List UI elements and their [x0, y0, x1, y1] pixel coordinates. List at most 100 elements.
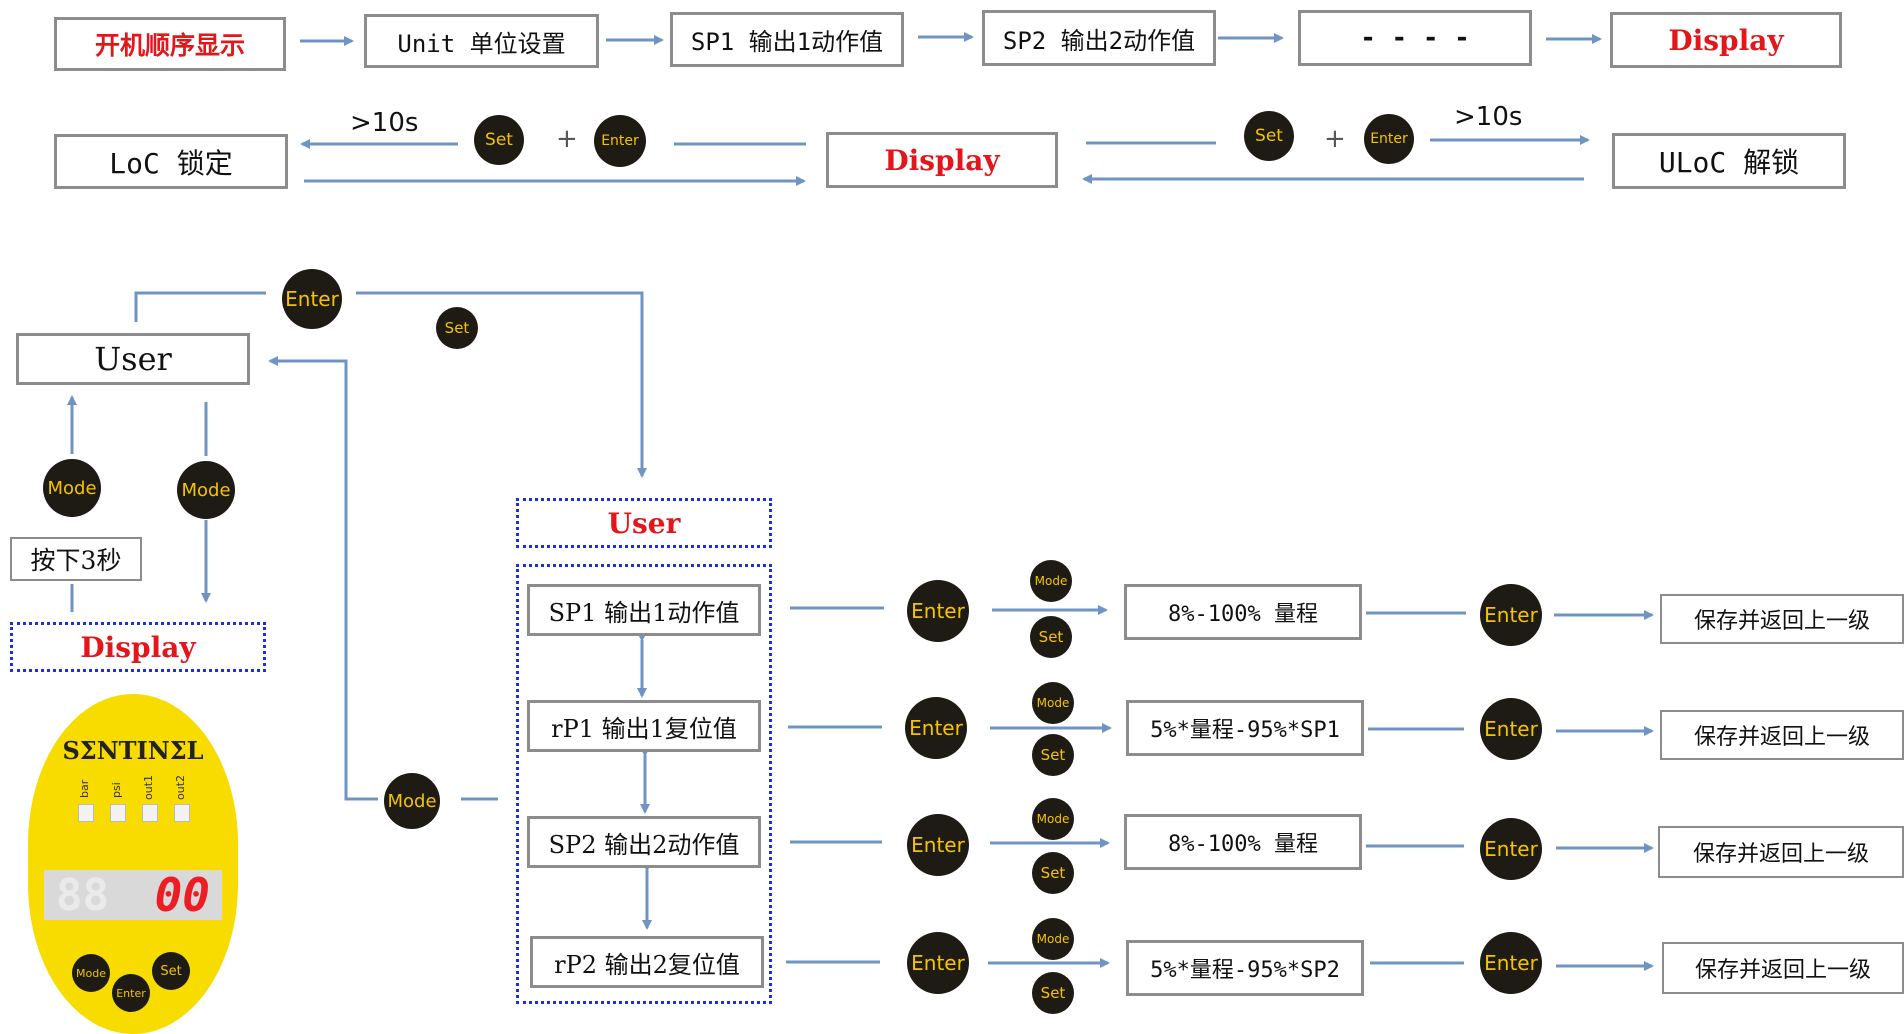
- device-brand: SΣNTINΣL: [62, 736, 204, 765]
- mode-button-left[interactable]: Mode: [43, 459, 101, 517]
- mode-button-back[interactable]: Mode: [384, 773, 440, 829]
- row2-enter-button[interactable]: Enter: [905, 697, 967, 759]
- indicator-bar-label: bar: [78, 779, 91, 798]
- uloc-label: ULoC 解锁: [1658, 146, 1800, 179]
- lock-set-button-label: Set: [485, 130, 513, 150]
- row1-set-button[interactable]: Set: [1030, 616, 1072, 658]
- mode-button-right[interactable]: Mode: [177, 461, 235, 519]
- device-indicator-out2: out2: [174, 774, 190, 822]
- unlock-set-button[interactable]: Set: [1244, 111, 1294, 161]
- row3-enter-button[interactable]: Enter: [907, 814, 969, 876]
- sensor-device: SΣNTINΣL bar psi out1 out2 88 00 Mode En…: [28, 694, 238, 1034]
- dashes-box: - - - -: [1298, 10, 1532, 66]
- user-menu-container: [516, 564, 772, 1004]
- indicator-out1-label: out1: [142, 774, 155, 800]
- menu-sp1-label: SP1 输出1动作值: [548, 598, 740, 627]
- user-box-label: User: [94, 340, 172, 378]
- menu-sp2-label: SP2 输出2动作值: [548, 830, 740, 859]
- row2-enter-button-2-label: Enter: [1484, 717, 1538, 741]
- row3-enter-button-2[interactable]: Enter: [1480, 818, 1542, 880]
- unlock-enter-button[interactable]: Enter: [1364, 114, 1414, 164]
- row1-set-button-label: Set: [1038, 628, 1064, 646]
- user-set-button[interactable]: Set: [436, 307, 478, 349]
- unlock-enter-button-label: Enter: [1370, 131, 1408, 147]
- row2-save-label: 保存并返回上一级: [1693, 725, 1870, 750]
- mode-button-left-label: Mode: [47, 477, 97, 499]
- arrow-enter-to-user-menu: [356, 291, 647, 478]
- device-indicator-psi: psi: [110, 778, 126, 822]
- device-set-button[interactable]: Set: [152, 952, 190, 990]
- row3-set-button[interactable]: Set: [1032, 852, 1074, 894]
- row4-mode-button-label: Mode: [1036, 932, 1070, 946]
- line-user-to-enter: [134, 291, 266, 322]
- row4-mode-button[interactable]: Mode: [1032, 918, 1074, 960]
- row3-range-label: 8%-100% 量程: [1168, 832, 1318, 857]
- indicator-out1-led: [142, 804, 158, 822]
- device-indicator-out1: out1: [142, 774, 158, 822]
- lock-timer-label: >10s: [350, 108, 419, 138]
- device-enter-label: Enter: [116, 986, 146, 1000]
- row1-enter-button-2[interactable]: Enter: [1480, 584, 1542, 646]
- row4-save-label: 保存并返回上一级: [1694, 958, 1871, 983]
- sp2-label: SP2 输出2动作值: [1002, 26, 1196, 55]
- dashes-label: - - - -: [1360, 23, 1470, 53]
- row4-set-button[interactable]: Set: [1032, 972, 1074, 1014]
- row1-mode-button-label: Mode: [1034, 574, 1068, 588]
- device-mode-label: Mode: [76, 966, 106, 980]
- row1-save-label: 保存并返回上一级: [1693, 609, 1870, 634]
- indicator-out2-label: out2: [174, 774, 187, 800]
- row3-range-box: 8%-100% 量程: [1124, 814, 1362, 870]
- row4-set-button-label: Set: [1040, 984, 1066, 1002]
- device-mode-button[interactable]: Mode: [72, 954, 110, 992]
- row1-enter-button-2-label: Enter: [1484, 603, 1538, 627]
- device-enter-button[interactable]: Enter: [112, 974, 150, 1012]
- loc-label: LoC 锁定: [109, 146, 233, 180]
- lock-enter-button-label: Enter: [601, 133, 639, 149]
- display-label-top: Display: [1668, 23, 1784, 57]
- row4-enter-button-2[interactable]: Enter: [1480, 932, 1542, 994]
- row1-save-box: 保存并返回上一级: [1660, 594, 1904, 644]
- row1-enter-button[interactable]: Enter: [907, 580, 969, 642]
- unlock-set-button-label: Set: [1255, 126, 1283, 146]
- row2-mode-button[interactable]: Mode: [1032, 682, 1074, 724]
- lock-plus-sign: +: [556, 124, 578, 154]
- row4-save-box: 保存并返回上一级: [1662, 942, 1904, 994]
- lock-set-button[interactable]: Set: [474, 115, 524, 165]
- row3-enter-button-2-label: Enter: [1484, 837, 1538, 861]
- indicator-out2-led: [174, 804, 190, 822]
- user-box: User: [16, 333, 250, 385]
- lock-enter-button[interactable]: Enter: [594, 115, 646, 167]
- row3-save-box: 保存并返回上一级: [1658, 826, 1904, 878]
- row1-range-box: 8%-100% 量程: [1124, 584, 1362, 640]
- row3-set-button-label: Set: [1040, 864, 1066, 882]
- device-set-label: Set: [160, 963, 182, 979]
- menu-rp1[interactable]: rP1 输出1复位值: [527, 700, 761, 752]
- arrow-mode-back-to-user-path: [268, 356, 378, 801]
- sp2-box: SP2 输出2动作值: [982, 10, 1216, 66]
- row2-set-button[interactable]: Set: [1032, 734, 1074, 776]
- row2-enter-button-2[interactable]: Enter: [1480, 698, 1542, 760]
- unit-setting-box: Unit 单位设置: [364, 14, 599, 68]
- menu-rp1-label: rP1 输出1复位值: [551, 714, 737, 743]
- boot-sequence-label: 开机顺序显示: [94, 31, 245, 60]
- mode-button-right-label: Mode: [181, 479, 231, 501]
- row1-mode-button[interactable]: Mode: [1030, 560, 1072, 602]
- menu-rp2-label: rP2 输出2复位值: [554, 950, 740, 979]
- indicator-bar-led: [78, 804, 94, 822]
- display-dotted-label: Display: [80, 630, 196, 664]
- menu-sp2[interactable]: SP2 输出2动作值: [527, 816, 761, 868]
- boot-sequence-box: 开机顺序显示: [54, 17, 286, 71]
- display-box-top: Display: [1610, 12, 1842, 68]
- device-display: 88 00: [44, 868, 222, 922]
- user-enter-button[interactable]: Enter: [282, 269, 342, 329]
- user-dotted-box: User: [516, 498, 772, 548]
- row2-range-box: 5%*量程-95%*SP1: [1126, 700, 1364, 756]
- unlock-plus-sign: +: [1324, 124, 1346, 154]
- menu-rp2[interactable]: rP2 输出2复位值: [530, 936, 764, 988]
- row4-enter-button[interactable]: Enter: [907, 932, 969, 994]
- row2-set-button-label: Set: [1040, 746, 1066, 764]
- menu-sp1[interactable]: SP1 输出1动作值: [527, 584, 761, 636]
- row3-mode-button[interactable]: Mode: [1032, 798, 1074, 840]
- user-set-button-label: Set: [444, 319, 470, 337]
